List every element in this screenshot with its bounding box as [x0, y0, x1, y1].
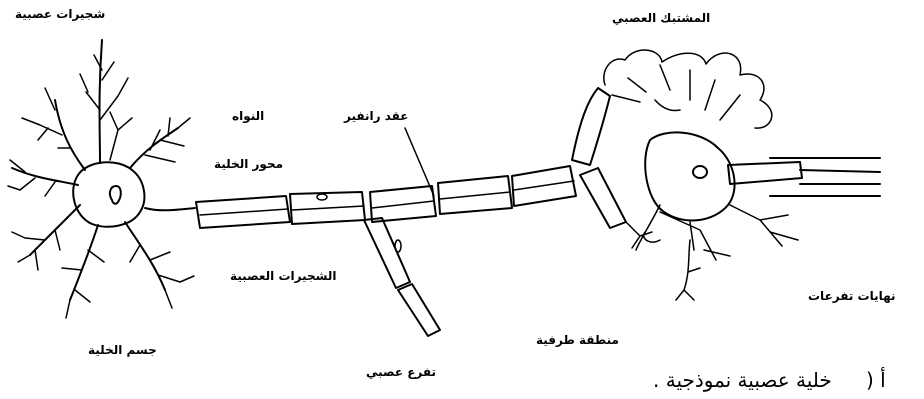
label-dendrites: شجيرات عصبية	[15, 8, 105, 20]
label-terminal-branches: نهايات تفرعات	[808, 290, 896, 302]
label-synapse: المشتبك العصبي	[612, 12, 710, 24]
label-cell-body: جسم الخلية	[88, 344, 157, 356]
label-ranvier-nodes: عقد رانفير	[344, 110, 408, 122]
figure-caption: خلية عصبية نموذجية .	[653, 370, 832, 390]
figure-caption-letter: أ (	[866, 370, 886, 390]
axon	[145, 166, 576, 336]
nucleus-left	[110, 186, 121, 204]
dendrites-left	[8, 40, 194, 318]
label-nucleus: النواه	[232, 110, 264, 122]
label-axon-branch: تفرع عصبي	[366, 366, 436, 378]
label-axon: محور الخلية	[214, 158, 283, 170]
label-terminal-region: منطقة طرفية	[536, 334, 619, 346]
cell-body	[73, 162, 144, 226]
leader-lines	[405, 128, 434, 196]
label-dendrites-neural: الشجيرات العصبية	[230, 270, 336, 282]
synapse-neuron	[572, 50, 880, 300]
